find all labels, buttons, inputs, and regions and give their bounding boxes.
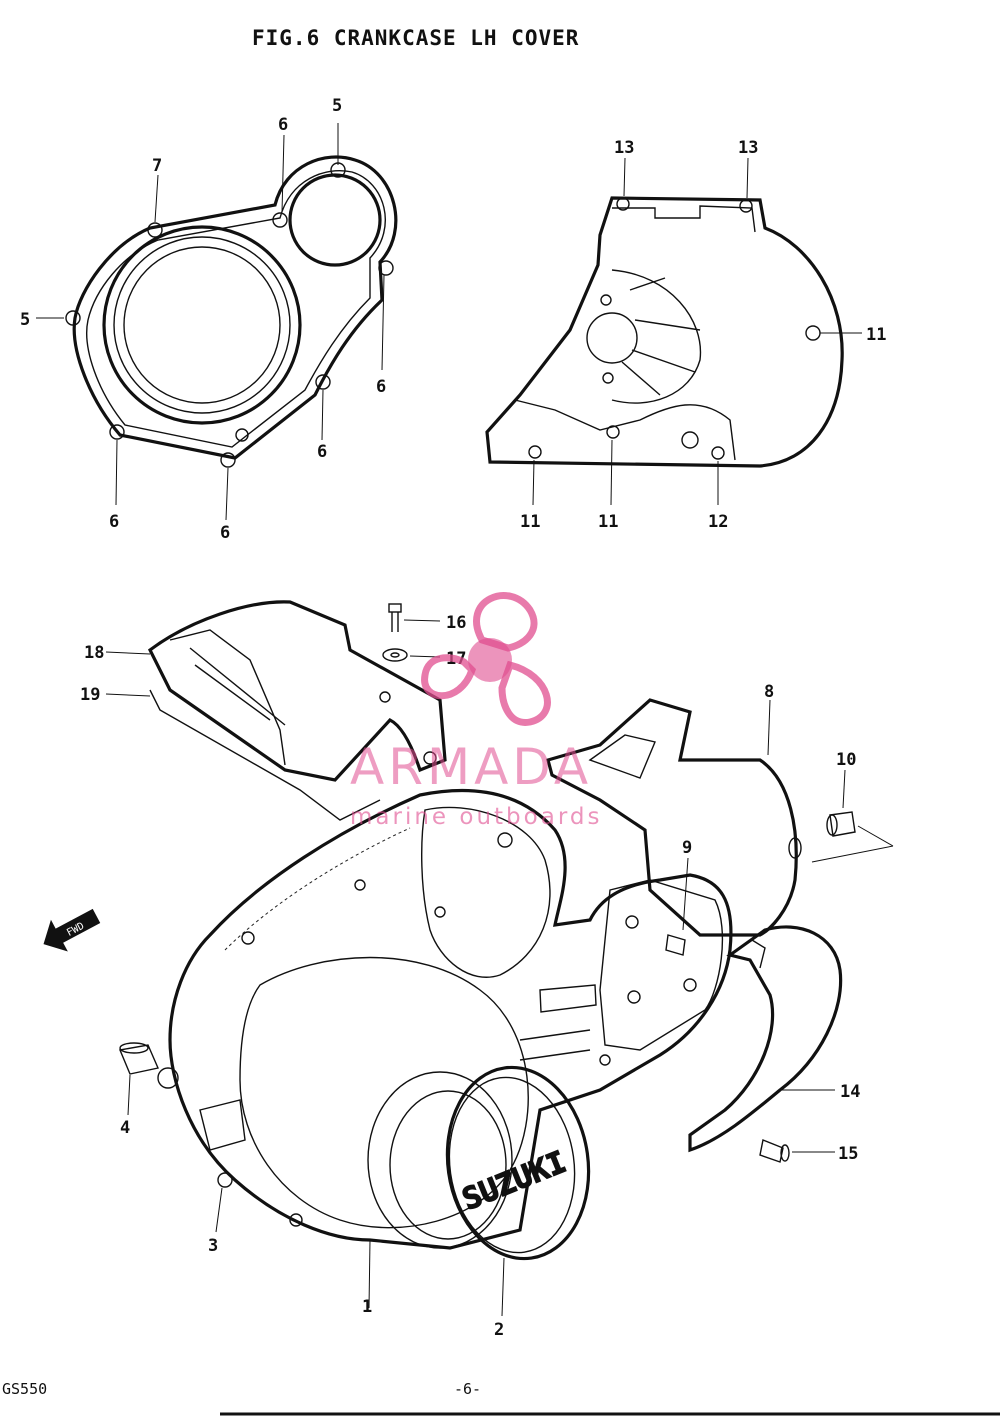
callout-12: 12 — [708, 512, 728, 532]
gasket-part-7 — [65, 155, 398, 468]
model-label: GS550 — [2, 1380, 47, 1398]
figure-title: FIG.6 CRANKCASE LH COVER — [252, 26, 579, 50]
callout-3: 3 — [208, 1236, 218, 1256]
callout-6-bottom: 6 — [220, 523, 230, 543]
propeller-logo-icon — [421, 592, 551, 726]
callout-4: 4 — [120, 1118, 130, 1138]
callout-6-mid: 6 — [317, 442, 327, 462]
callout-17: 19 — [80, 685, 100, 705]
dowel-part-10 — [811, 769, 894, 863]
suzuki-logo-text: SUZUKI — [458, 1145, 572, 1218]
chain-guard-part-14 — [688, 925, 843, 1153]
starter-cover-part — [105, 600, 447, 821]
forward-arrow-icon: FWD — [43, 908, 101, 952]
callout-11-bottom-mid: 11 — [598, 512, 618, 532]
callout-18: 16 — [446, 613, 466, 633]
crankcase-cover-part — [157, 789, 733, 1309]
watermark-name: ARMADA — [350, 738, 592, 796]
callout-6-right: 6 — [376, 377, 386, 397]
callout-5-left: 5 — [20, 310, 30, 330]
callout-6-top: 6 — [278, 115, 288, 135]
armada-watermark: ARMADA marine outboards — [350, 592, 602, 830]
dowel-pin-3-4 — [119, 1042, 223, 1233]
callout-9: 9 — [682, 838, 692, 858]
callout-11-bottom-left: 11 — [520, 512, 540, 532]
inner-sprocket-area — [599, 879, 724, 1066]
sprocket-cover-part — [485, 157, 862, 506]
callout-5-top: 5 — [332, 96, 342, 116]
callout-14: 14 — [840, 1082, 860, 1102]
callout-8: 8 — [764, 682, 774, 702]
callout-13-right: 13 — [738, 138, 758, 158]
callout-13-left: 13 — [614, 138, 634, 158]
bolt-part-9 — [665, 857, 689, 956]
callout-15: 15 — [838, 1144, 858, 1164]
callout-10: 10 — [836, 750, 856, 770]
bolt-washer-18-19 — [382, 603, 441, 662]
callout-11-right: 11 — [866, 325, 886, 345]
bolt-part-15 — [759, 1139, 835, 1163]
callout-16: 18 — [84, 643, 104, 663]
gasket-leaders — [36, 123, 385, 521]
page-number: -6- — [454, 1380, 481, 1398]
callout-1: 1 — [362, 1297, 372, 1317]
callout-2: 2 — [494, 1320, 504, 1340]
callout-7: 7 — [152, 156, 162, 176]
watermark-tagline: marine outboards — [350, 804, 602, 830]
callout-6-bottom-left: 6 — [109, 512, 119, 532]
